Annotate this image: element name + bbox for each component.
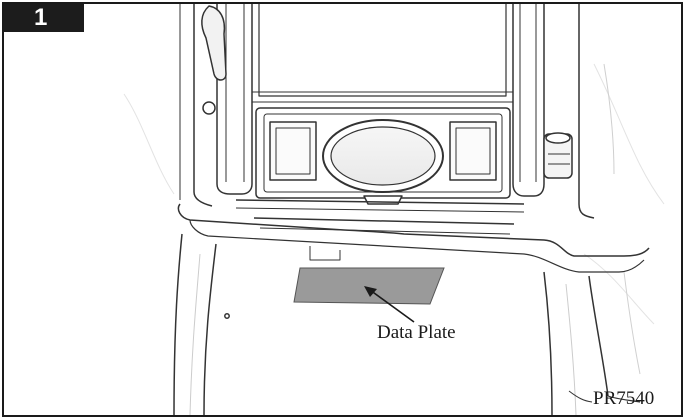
figure-number-badge: 1 [4,4,84,32]
data-plate-label: Data Plate [377,322,456,343]
stove-body [173,4,650,415]
stove-line-drawing [123,4,665,415]
reference-code: PR7540 [593,388,655,409]
callout-arrow [364,286,415,323]
reference-leader [568,390,593,403]
data-plate [293,267,445,305]
figure-number: 1 [34,4,48,31]
background-sketch [123,63,665,325]
